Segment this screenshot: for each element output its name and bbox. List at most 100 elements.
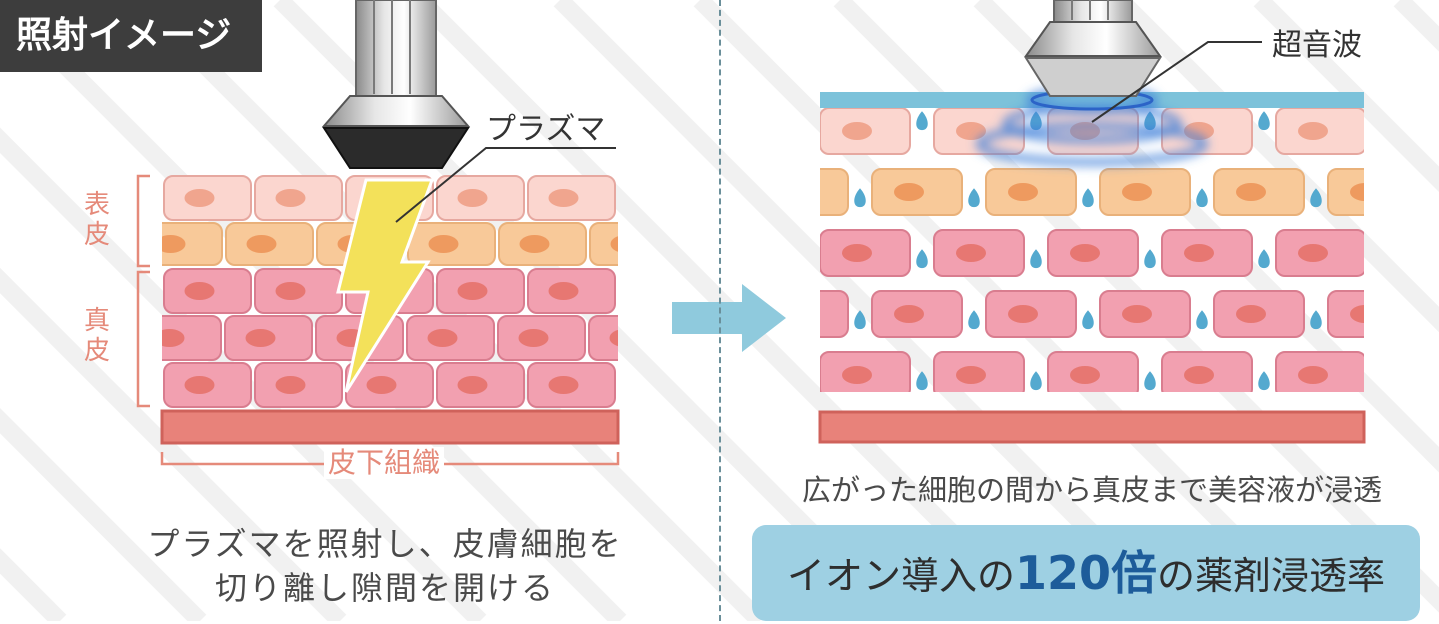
dermis-cell bbox=[588, 315, 618, 361]
dermis-cell-nucleus bbox=[1184, 366, 1214, 384]
right-skin-cross-section bbox=[728, 107, 1439, 398]
plasma-callout: プラズマ bbox=[486, 112, 606, 147]
gel-layer bbox=[820, 92, 1364, 108]
dermis-cell-nucleus bbox=[956, 366, 986, 384]
dermis-cell-nucleus bbox=[728, 244, 758, 262]
water-drop-icon bbox=[916, 111, 928, 131]
epidermis-cell-nucleus bbox=[246, 235, 277, 253]
dermis-cell-nucleus bbox=[184, 282, 215, 300]
epidermis-cell-nucleus bbox=[780, 183, 810, 201]
plasma-device-shaft bbox=[355, 0, 437, 97]
water-drop-icon bbox=[1030, 371, 1042, 391]
subcutaneous-label: 皮下組織 bbox=[324, 447, 445, 479]
epidermis-cell bbox=[162, 222, 223, 266]
epidermis-cell-nucleus bbox=[702, 235, 732, 253]
dermis-cell-nucleus bbox=[1184, 244, 1214, 262]
epidermis-cell bbox=[820, 168, 849, 216]
subcutaneous-layer bbox=[160, 409, 620, 445]
epidermis-cell-nucleus bbox=[519, 235, 550, 253]
banner-highlight: 120倍 bbox=[1014, 546, 1158, 600]
dermis-bracket bbox=[136, 270, 150, 408]
epidermis-cell-nucleus bbox=[1236, 183, 1266, 201]
ultrasound-leader-line bbox=[1091, 41, 1262, 123]
dermis-cell-nucleus bbox=[457, 282, 488, 300]
ultrasound-device-shaft bbox=[1053, 0, 1133, 23]
dermis-cell-nucleus bbox=[894, 305, 924, 323]
dermis-cell bbox=[1390, 352, 1439, 398]
water-drop-icon bbox=[1310, 310, 1322, 330]
dermis-cell-nucleus bbox=[1350, 305, 1364, 323]
dermis-cell-nucleus bbox=[275, 282, 306, 300]
left-caption: プラズマを照射し、皮膚細胞を 切り離し隙間を開ける bbox=[100, 522, 670, 610]
epidermis-cell-nucleus bbox=[1122, 183, 1152, 201]
dermis-cell-nucleus bbox=[427, 329, 458, 347]
epidermis-cell bbox=[681, 223, 768, 265]
epidermis-cell-nucleus bbox=[894, 183, 924, 201]
dermis-cell-nucleus bbox=[1412, 366, 1439, 384]
dermis-cell-nucleus bbox=[275, 376, 306, 394]
ultrasound-callout: 超音波 bbox=[1272, 28, 1362, 63]
dermis-cell-nucleus bbox=[842, 366, 872, 384]
dermis-cell-nucleus bbox=[640, 282, 670, 300]
epidermis-bracket bbox=[136, 174, 150, 268]
right-caption: 広がった細胞の間から真皮まで美容液が浸透 bbox=[801, 473, 1382, 507]
epidermis-cell-nucleus bbox=[548, 189, 579, 207]
water-drop-icon bbox=[1082, 188, 1094, 208]
device-head-icon bbox=[321, 95, 471, 127]
epidermis-label: 表皮 bbox=[83, 190, 110, 250]
epidermis-cell-nucleus bbox=[184, 189, 215, 207]
plasma-leader-line bbox=[395, 147, 616, 223]
epidermis-cell-nucleus bbox=[640, 189, 670, 207]
water-drop-icon bbox=[1196, 188, 1208, 208]
water-drop-icon bbox=[916, 371, 928, 391]
dermis-cell-nucleus bbox=[94, 282, 124, 300]
water-drop-icon bbox=[1030, 249, 1042, 269]
epidermis-cell-nucleus bbox=[162, 235, 186, 253]
dermis-label: 真皮 bbox=[83, 306, 110, 366]
epidermis-cell-nucleus bbox=[842, 122, 872, 140]
water-drop-icon bbox=[1424, 188, 1435, 207]
center-divider bbox=[719, 0, 721, 621]
dermis-cell-nucleus bbox=[780, 305, 810, 323]
left-caption-line2: 切り離し隙間を開ける bbox=[214, 569, 555, 607]
banner-text-pre: イオン導入の bbox=[786, 554, 1015, 598]
water-drop-icon bbox=[1258, 249, 1270, 269]
water-drop-icon bbox=[1144, 371, 1156, 391]
subcutaneous-layer bbox=[818, 410, 1366, 444]
title-badge: 照射イメージ bbox=[0, 0, 262, 72]
epidermis-cell-nucleus bbox=[457, 189, 488, 207]
dermis-cell-nucleus bbox=[548, 282, 579, 300]
epidermis-cell-nucleus bbox=[1412, 122, 1439, 140]
water-drop-icon bbox=[854, 310, 866, 330]
dermis-cell-nucleus bbox=[1070, 366, 1100, 384]
dermis-cell-nucleus bbox=[366, 376, 397, 394]
epidermis-cell-nucleus bbox=[275, 189, 306, 207]
water-drop-icon bbox=[1082, 310, 1094, 330]
dermis-cell-nucleus bbox=[1236, 305, 1266, 323]
epidermis-cell-nucleus bbox=[956, 122, 986, 140]
dermis-cell-nucleus bbox=[728, 366, 758, 384]
banner-text-post: の薬剤浸透率 bbox=[1157, 554, 1386, 598]
epidermis-cell-nucleus bbox=[728, 122, 758, 140]
water-drop-icon bbox=[854, 188, 866, 208]
dermis-cell-nucleus bbox=[162, 329, 185, 347]
dermis-cell bbox=[1327, 290, 1364, 338]
dermis-cell-nucleus bbox=[956, 244, 986, 262]
ultrasound-wave bbox=[976, 122, 1208, 166]
epidermis-cell-nucleus bbox=[610, 236, 618, 252]
water-drop-icon bbox=[1196, 310, 1208, 330]
dermis-cell-nucleus bbox=[184, 376, 215, 394]
epidermis-cell-nucleus bbox=[1350, 183, 1364, 201]
result-banner: イオン導入の120倍の薬剤浸透率 bbox=[752, 525, 1420, 621]
left-caption-line1: プラズマを照射し、皮膚細胞を bbox=[147, 525, 623, 563]
water-drop-icon bbox=[916, 249, 928, 269]
dermis-cell-nucleus bbox=[245, 329, 276, 347]
epidermis-cell bbox=[589, 222, 618, 266]
dermis-cell-nucleus bbox=[518, 329, 549, 347]
dermis-cell-nucleus bbox=[1412, 244, 1439, 262]
dermis-cell-nucleus bbox=[1008, 305, 1038, 323]
dermis-cell bbox=[820, 290, 849, 338]
water-drop-icon bbox=[1258, 371, 1270, 391]
epidermis-cell-nucleus bbox=[428, 235, 459, 253]
